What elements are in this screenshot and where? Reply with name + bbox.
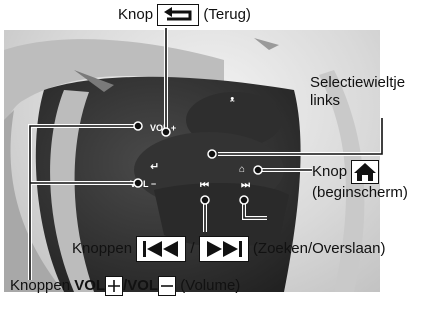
skip-forward-key-icon [198, 236, 249, 262]
home-button-label: Knop (beginscherm) [312, 160, 408, 202]
selector-line1: Selectiewieltje [310, 74, 406, 91]
seek-sep: / [190, 239, 195, 257]
home-prefix: Knop [312, 162, 348, 180]
vol-prefix: Knoppen [10, 276, 71, 294]
back-arrow-icon[interactable]: ↵ [150, 161, 160, 173]
home-key-icon [351, 160, 380, 184]
vol-suffix: (Volume) [180, 276, 241, 294]
back-prefix: Knop [118, 5, 154, 23]
home-line2: (beginscherm) [312, 184, 408, 201]
plus-key-icon [105, 276, 124, 296]
home-icon[interactable]: ⌂ [239, 164, 246, 175]
vol-sep: / [123, 276, 128, 294]
seek-prefix: Knoppen [72, 239, 133, 257]
skip-back-icon[interactable]: ⏮ [200, 180, 209, 191]
back-button-label: Knop (Terug) [118, 4, 251, 26]
skip-forward-icon[interactable]: ⏭ [241, 180, 250, 191]
vol-word2: VOL [127, 276, 159, 294]
voice-icon[interactable]: ᵜ [230, 95, 235, 107]
seek-buttons-label: Knoppen / (Zoeken/Overslaan) [72, 236, 385, 262]
back-key-icon [157, 4, 200, 26]
selector-line2: links [310, 92, 341, 109]
vol-down-button[interactable]: VOL − [130, 179, 157, 189]
minus-key-icon [158, 276, 177, 296]
selector-wheel-label: Selectiewieltje links [310, 74, 405, 110]
vol-up-button[interactable]: VOL + [150, 123, 177, 133]
seek-suffix: (Zoeken/Overslaan) [252, 239, 386, 257]
skip-back-key-icon [136, 236, 187, 262]
volume-buttons-label: Knoppen VOL/VOL (Volume) [10, 276, 240, 296]
back-suffix: (Terug) [203, 5, 251, 23]
vol-word1: VOL [74, 276, 106, 294]
